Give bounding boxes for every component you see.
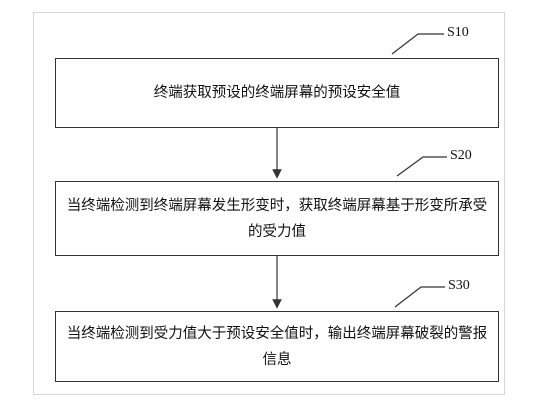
step-label-s30: S30 <box>448 278 470 293</box>
s10-leader-line <box>391 33 444 55</box>
step-box-s30: 当终端检测到受力值大于预设安全值时，输出终端屏幕破裂的警报信息 <box>55 311 499 382</box>
step-label-s10: S10 <box>447 25 469 40</box>
step-box-s20: 当终端检测到终端屏幕发生形变时，获取终端屏幕基于形变所承受的受力值 <box>55 181 499 256</box>
step-label-s20: S20 <box>450 148 472 163</box>
step-text-s30: 当终端检测到受力值大于预设安全值时，输出终端屏幕破裂的警报信息 <box>66 325 488 368</box>
s30-leader-line <box>394 286 445 308</box>
step-text-s20: 当终端检测到终端屏幕发生形变时，获取终端屏幕基于形变所承受的受力值 <box>66 197 488 240</box>
figure-frame <box>33 12 505 395</box>
step-text-s10: 终端获取预设的终端屏幕的预设安全值 <box>153 85 401 101</box>
s20-leader-line <box>396 156 447 177</box>
step-box-s10: 终端获取预设的终端屏幕的预设安全值 <box>55 58 499 128</box>
